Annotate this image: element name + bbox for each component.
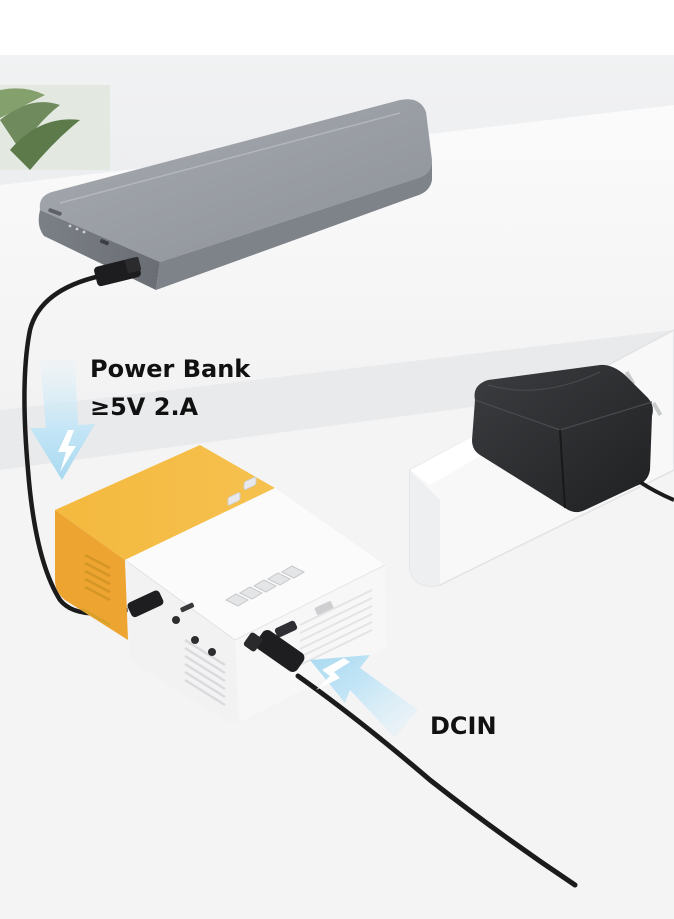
usb-plug (94, 256, 142, 287)
power-bank-spec: ≥5V 2.A (90, 393, 199, 421)
top-buttons[interactable] (224, 565, 306, 607)
wall-adapter (472, 364, 653, 513)
power-bank-cable (22, 273, 153, 616)
power-bank-callout: Power Bank ≥5V 2.A (90, 350, 250, 426)
front-vent (299, 589, 373, 666)
lightning-arrow-icon (30, 360, 95, 480)
micro-usb-port (180, 602, 195, 613)
lightning-arrow-icon (310, 655, 418, 738)
micro-usb-plug (127, 590, 164, 618)
dc-in-label: DCIN (430, 712, 497, 740)
power-bank-label: Power Bank (90, 355, 251, 383)
av-port (172, 616, 180, 624)
dc-cable (295, 673, 578, 888)
desk-edge (0, 330, 674, 445)
ir-port (208, 648, 216, 656)
plant (0, 85, 110, 170)
control-buttons[interactable] (227, 476, 257, 506)
white-vent (184, 638, 226, 707)
yellow-vent (84, 553, 111, 602)
hdmi-port (274, 620, 298, 638)
usb-port (314, 601, 334, 615)
dc-plug (243, 630, 305, 672)
side-vent-yellow (82, 607, 110, 627)
adapter-cable (638, 480, 674, 502)
audio-port (191, 636, 199, 644)
top-margin (0, 0, 674, 55)
